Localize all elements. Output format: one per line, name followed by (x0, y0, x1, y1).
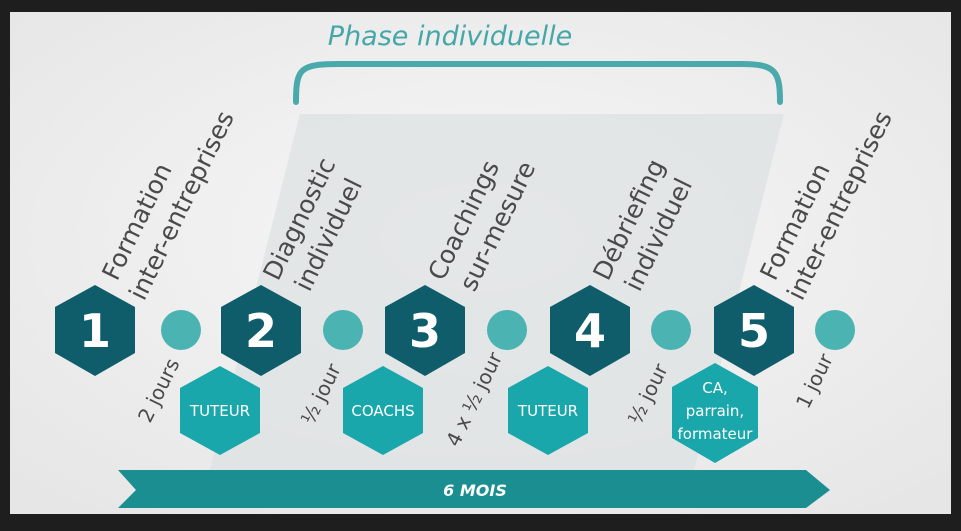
step-5-role-line1: CA, (702, 379, 728, 397)
step-1-hexagon (55, 285, 135, 376)
timeline-arrow (118, 470, 830, 508)
step-1-number: 1 (79, 304, 111, 358)
step-5-hexagon (714, 285, 794, 376)
step-5-role-hexagon (672, 363, 758, 463)
phase-band (210, 114, 784, 470)
step-3-role-hexagon (343, 366, 423, 455)
step-4-hexagon (550, 285, 630, 376)
step-5-role-line2: parrain, (686, 402, 744, 420)
step-4-duration-dot (651, 310, 691, 350)
step-4-role: TUTEUR (517, 402, 578, 420)
step-1-duration-dot (161, 310, 201, 350)
step-2-duration-dot (323, 310, 363, 350)
timeline-label: 6 MOIS (443, 481, 507, 500)
step-3-number: 3 (409, 304, 441, 358)
step-5-role-line3: formateur (678, 425, 754, 443)
step-4-role-hexagon (508, 366, 588, 455)
step-5-duration-dot (815, 310, 855, 350)
step-2-hexagon (221, 285, 301, 376)
step-3-hexagon (385, 285, 465, 376)
step-3-duration-dot (487, 310, 527, 350)
step-2-role: TUTEUR (189, 402, 250, 420)
step-2-role-hexagon (180, 366, 260, 455)
step-5-number: 5 (738, 304, 770, 358)
step-3-role: COACHS (351, 402, 414, 420)
step-4-number: 4 (574, 304, 606, 358)
phase-title: Phase individuelle (328, 21, 572, 52)
step-2-number: 2 (245, 304, 277, 358)
phase-bracket (293, 61, 783, 105)
